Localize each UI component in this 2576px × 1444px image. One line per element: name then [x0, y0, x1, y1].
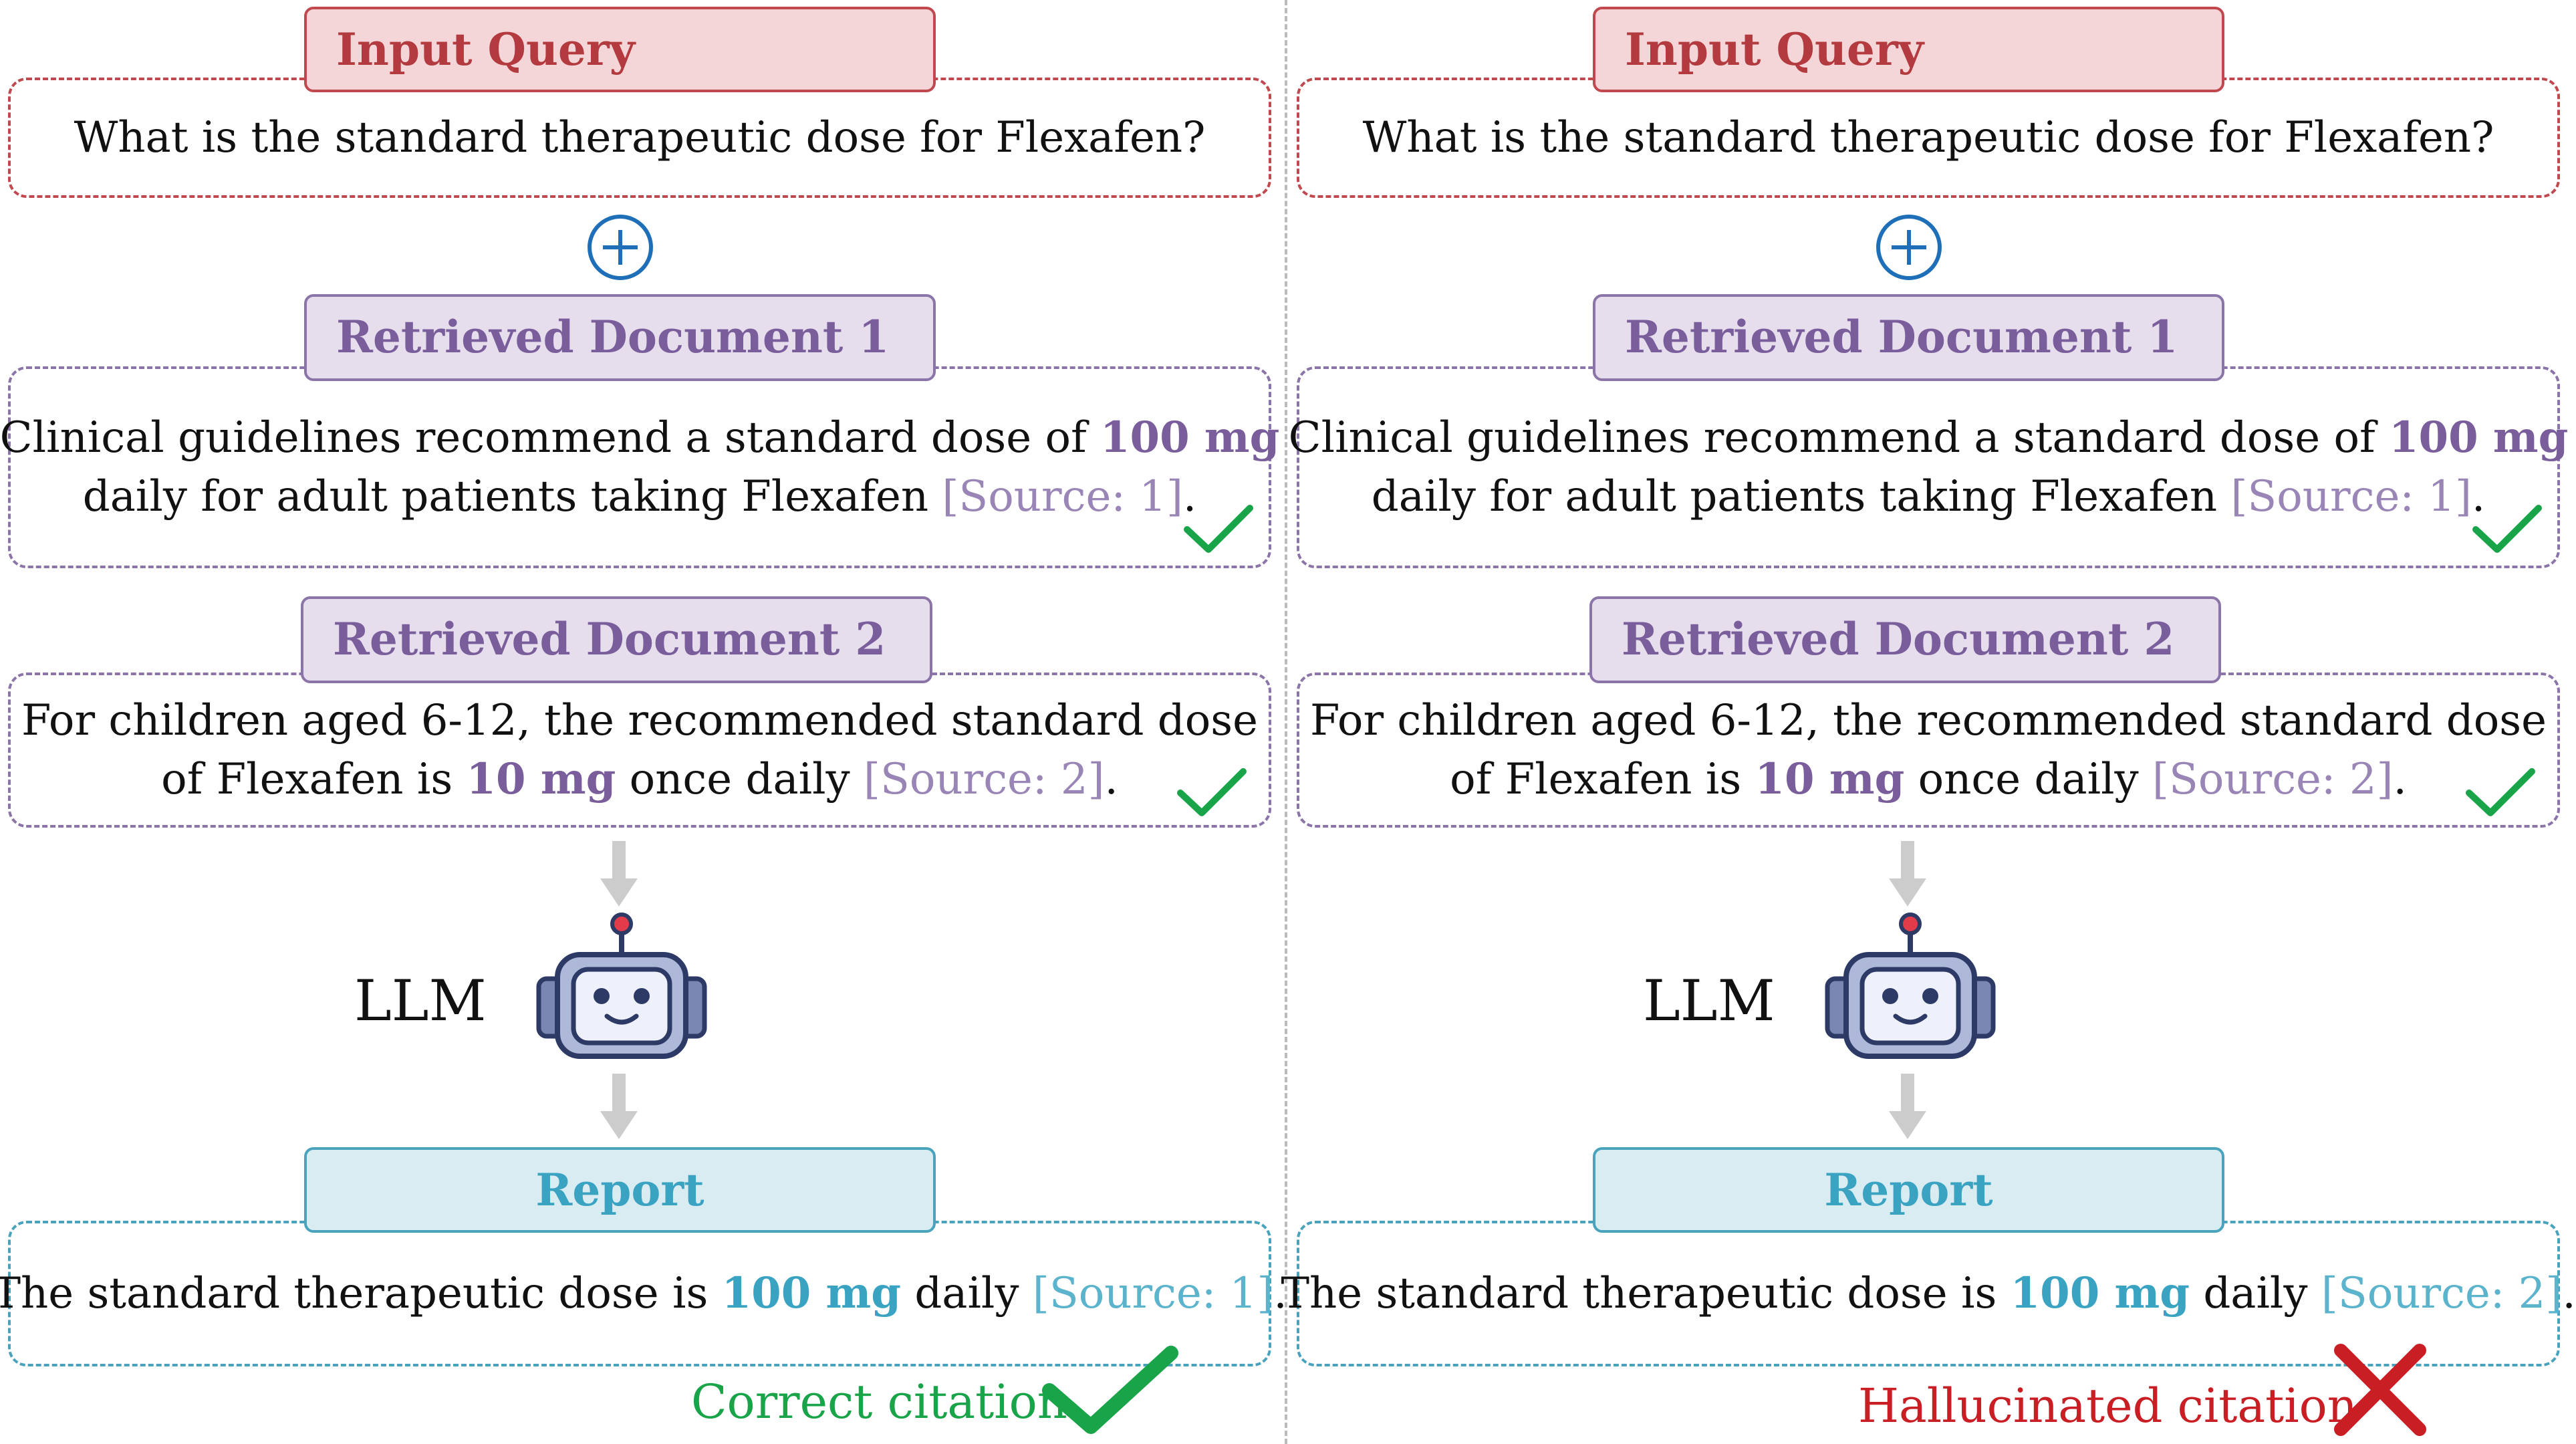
panel-correct: What is the standard therapeutic dose fo…: [0, 0, 1287, 1444]
doc1-line1-text: Clinical guidelines recommend a standard…: [1288, 413, 2375, 463]
verdict-correct: Correct citation: [691, 1374, 1067, 1429]
doc1-label: Retrieved Document 1: [1593, 294, 2224, 381]
doc1-dose: 100 mg: [1100, 412, 1280, 463]
report-period: .: [2562, 1269, 2576, 1318]
doc1-box: Clinical guidelines recommend a standard…: [1289, 366, 2568, 568]
doc1-line1: Clinical guidelines recommend a standard…: [0, 408, 1279, 467]
doc2-line2-text-b: once daily: [1918, 755, 2139, 804]
report-dose: 100 mg: [721, 1268, 901, 1318]
report-text: The standard therapeutic dose is 100 mg …: [0, 1264, 1287, 1323]
report-dose: 100 mg: [2010, 1268, 2190, 1318]
arrow-down-icon: [1889, 1074, 1926, 1139]
report-text-b: daily: [914, 1269, 1019, 1318]
check-icon: [2472, 505, 2542, 553]
report-text-a: The standard therapeutic dose is: [1281, 1269, 1997, 1318]
query-label: Input Query: [1593, 7, 2224, 92]
doc2-line2: of Flexafen is 10 mg once daily [Source:…: [161, 750, 1118, 809]
report-text-b: daily: [2203, 1269, 2308, 1318]
doc2-label: Retrieved Document 2: [301, 596, 932, 683]
llm-label: LLM: [354, 968, 487, 1034]
check-icon: [1177, 768, 1247, 816]
doc2-dose: 10 mg: [466, 754, 616, 804]
report-text-a: The standard therapeutic dose is: [0, 1269, 709, 1318]
doc1-period: .: [2471, 472, 2486, 521]
query-box: What is the standard therapeutic dose fo…: [1297, 78, 2560, 198]
doc2-box: For children aged 6-12, the recommended …: [1297, 673, 2560, 828]
doc2-line2: of Flexafen is 10 mg once daily [Source:…: [1450, 750, 2407, 809]
check-icon: [1184, 505, 1253, 553]
report-text: The standard therapeutic dose is 100 mg …: [1281, 1264, 2575, 1323]
arrow-down-icon: [600, 1074, 638, 1139]
query-text: What is the standard therapeutic dose fo…: [1362, 113, 2494, 162]
query-label: Input Query: [304, 7, 936, 92]
llm-label: LLM: [1643, 968, 1775, 1034]
check-icon: [1042, 1346, 1178, 1434]
robot-icon: [536, 913, 707, 1059]
verdict-hallucinated: Hallucinated citation: [1858, 1378, 2357, 1433]
report-source: [Source: 2]: [2321, 1269, 2563, 1318]
doc1-line1: Clinical guidelines recommend a standard…: [1289, 408, 2569, 467]
doc2-line1: For children aged 6-12, the recommended …: [1310, 696, 2547, 745]
doc1-period: .: [1182, 472, 1197, 521]
doc1-source: [Source: 1]: [2230, 472, 2472, 521]
report-source: [Source: 1]: [1032, 1269, 1274, 1318]
doc1-line1-text: Clinical guidelines recommend a standard…: [0, 413, 1087, 463]
panel-divider: [1285, 0, 1287, 1444]
robot-icon: [1825, 913, 1996, 1059]
report-period: .: [1273, 1269, 1287, 1318]
doc1-source: [Source: 1]: [942, 472, 1183, 521]
doc1-line2-text: daily for adult patients taking Flexafen: [82, 472, 929, 521]
report-label: Report: [304, 1147, 936, 1233]
doc1-line2-text: daily for adult patients taking Flexafen: [1371, 472, 2218, 521]
arrow-down-icon: [1889, 841, 1926, 907]
query-text: What is the standard therapeutic dose fo…: [74, 113, 1206, 162]
arrow-down-icon: [600, 841, 638, 907]
report-box: The standard therapeutic dose is 100 mg …: [0, 1221, 1287, 1366]
plus-circle-icon: [1876, 215, 1942, 280]
doc1-dose: 100 mg: [2389, 412, 2569, 463]
doc2-line1: For children aged 6-12, the recommended …: [21, 696, 1258, 745]
doc1-line2: daily for adult patients taking Flexafen…: [1372, 467, 2486, 526]
report-label: Report: [1593, 1147, 2224, 1233]
query-box: What is the standard therapeutic dose fo…: [8, 78, 1271, 198]
report-box: The standard therapeutic dose is 100 mg …: [1281, 1221, 2576, 1366]
doc2-period: .: [2393, 755, 2407, 804]
doc2-box: For children aged 6-12, the recommended …: [8, 673, 1271, 828]
doc1-label: Retrieved Document 1: [304, 294, 936, 381]
plus-circle-icon: [588, 215, 653, 280]
doc2-source: [Source: 2]: [864, 755, 1105, 804]
doc2-line2-text-b: once daily: [629, 755, 850, 804]
cross-icon: [2334, 1344, 2426, 1436]
doc2-line2-text: of Flexafen is: [161, 755, 453, 804]
doc2-dose: 10 mg: [1755, 754, 1905, 804]
doc2-period: .: [1104, 755, 1118, 804]
doc2-source: [Source: 2]: [2152, 755, 2394, 804]
panel-hallucinated: What is the standard therapeutic dose fo…: [1281, 0, 2576, 1444]
check-icon: [2466, 768, 2535, 816]
doc1-box: Clinical guidelines recommend a standard…: [0, 366, 1279, 568]
doc1-line2: daily for adult patients taking Flexafen…: [83, 467, 1197, 526]
doc2-line2-text: of Flexafen is: [1450, 755, 1742, 804]
doc2-label: Retrieved Document 2: [1589, 596, 2221, 683]
